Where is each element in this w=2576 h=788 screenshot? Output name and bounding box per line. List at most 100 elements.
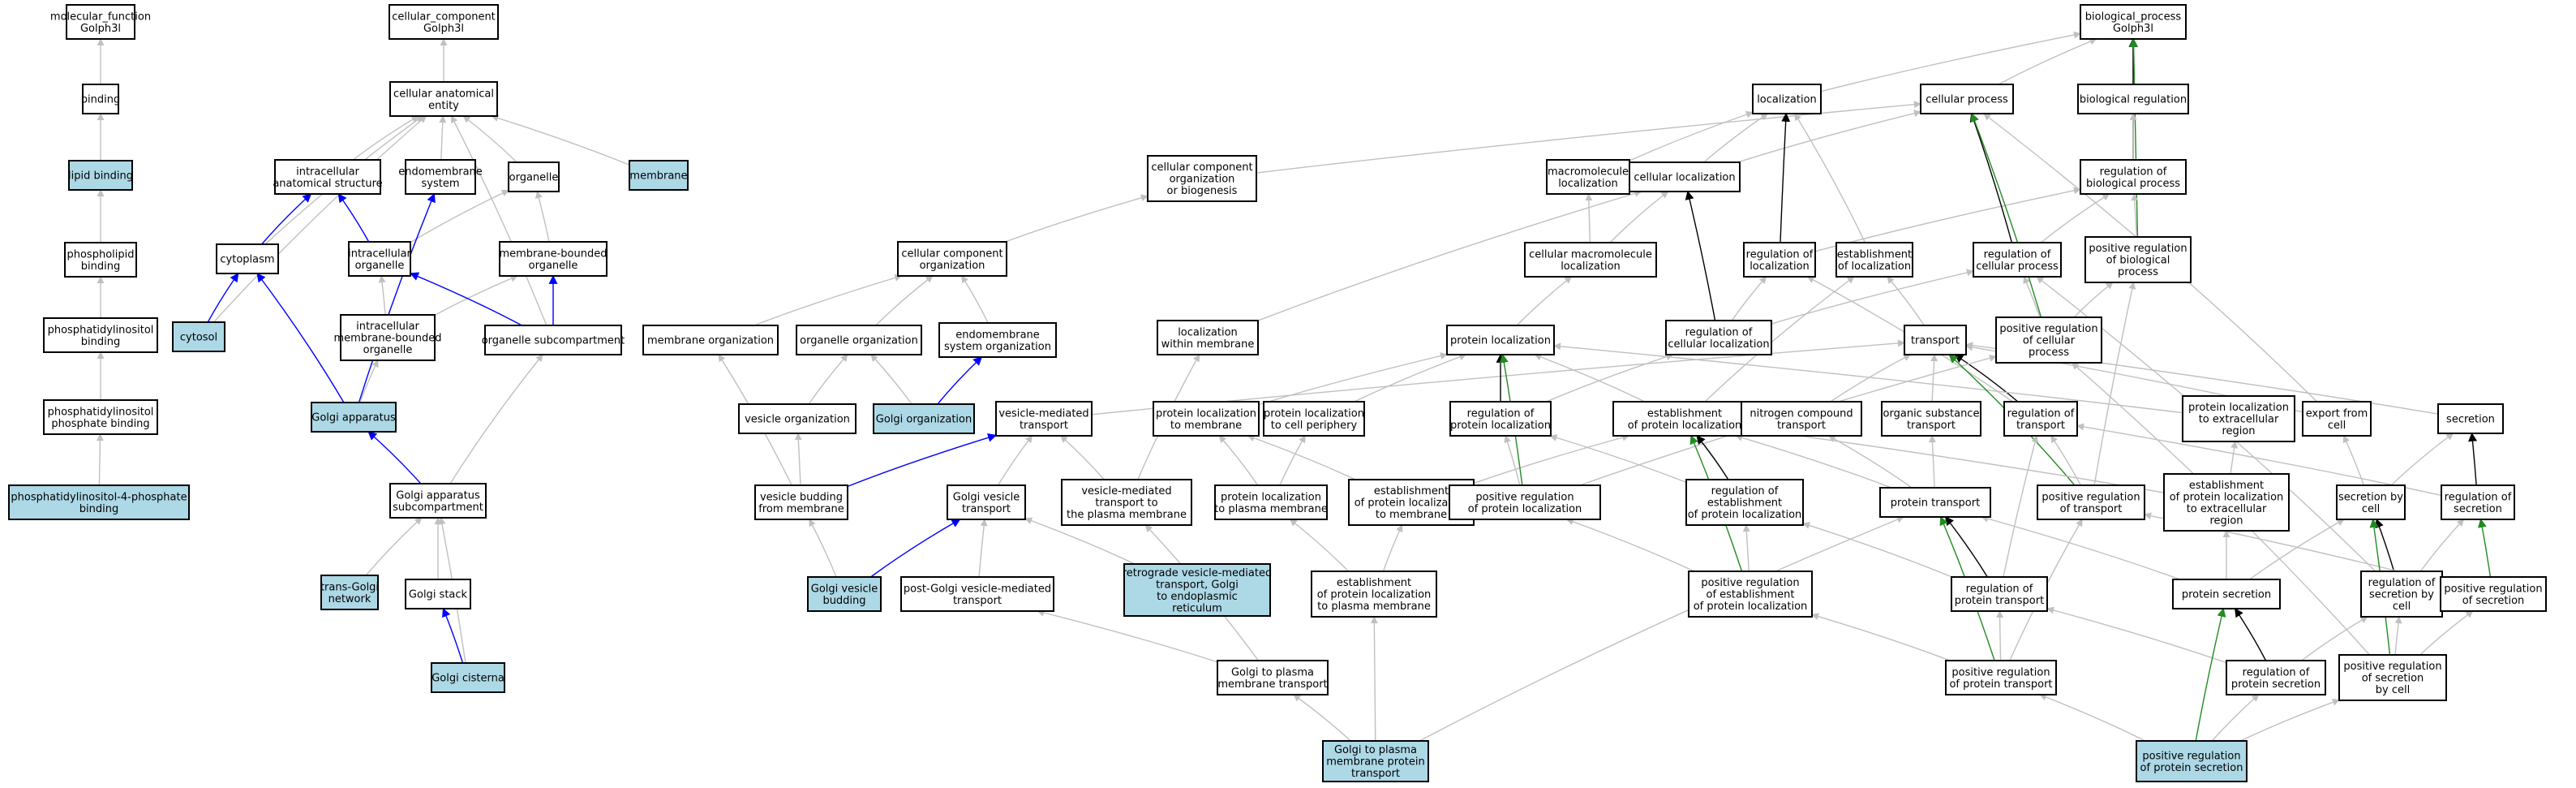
node-label-line: regulation of [1685,326,1753,338]
node-label-line: vesicle organization [745,414,850,426]
edge-cytoplasm-to-ias [261,193,312,245]
node-box [320,575,379,610]
node-box [1945,660,2057,695]
node-box [66,4,135,40]
go-term-node-psec[interactable]: protein secretion [2172,579,2281,609]
go-term-node-lipid[interactable]: lipid binding [68,160,133,191]
go-term-node-transport[interactable]: transport [1904,325,1967,355]
node-label-line: regulation of [2243,666,2310,678]
node-label-line: cellular localization [1668,338,1769,351]
go-term-node-vesorg[interactable]: vesicle organization [738,403,857,434]
go-term-node-ploc[interactable]: protein localization [1446,325,1555,355]
go-term-node-membrane[interactable]: membrane [629,160,689,191]
node-box [1752,84,1822,114]
go-term-node-ptrans[interactable]: protein transport [1879,487,1991,518]
go-term-node-gcist[interactable]: Golgi cisterna [431,662,505,693]
go-term-node-orgsub[interactable]: organelle subcompartment [482,325,625,355]
go-term-node-secretion[interactable]: secretion [2437,403,2504,434]
go-term-node-golgi[interactable]: Golgi apparatus [311,402,397,433]
node-label-line: protein transport [1891,497,1980,510]
go-term-node-cloc[interactable]: cellular localization [1629,161,1741,192]
go-term-node-organelle[interactable]: organelle [508,161,560,192]
go-term-node-memorg[interactable]: membrane organization [642,325,779,355]
node-label-line: organelle subcompartment [482,335,625,347]
node-label-line: establishment [1837,248,1912,261]
go-term-node-binding[interactable]: binding [81,84,120,114]
go-term-node-cytosol[interactable]: cytosol [172,321,225,352]
go-term-node-orgorg[interactable]: organelle organization [796,325,922,355]
edge-endoorg-to-cco [961,275,989,324]
go-term-node-gstack[interactable]: Golgi stack [405,579,471,609]
node-label-line: biological_process [2085,11,2182,23]
go-term-node-golgiorg[interactable]: Golgi organization [873,403,975,434]
go-term-node-loc[interactable]: localization [1752,84,1822,114]
go-term-node-cytoplasm[interactable]: cytoplasm [216,243,279,274]
node-label-line: cell [2362,503,2380,515]
go-term-node-breg[interactable]: biological regulation [2077,84,2189,114]
go-term-node-cp[interactable]: cellular process [1920,84,2014,114]
